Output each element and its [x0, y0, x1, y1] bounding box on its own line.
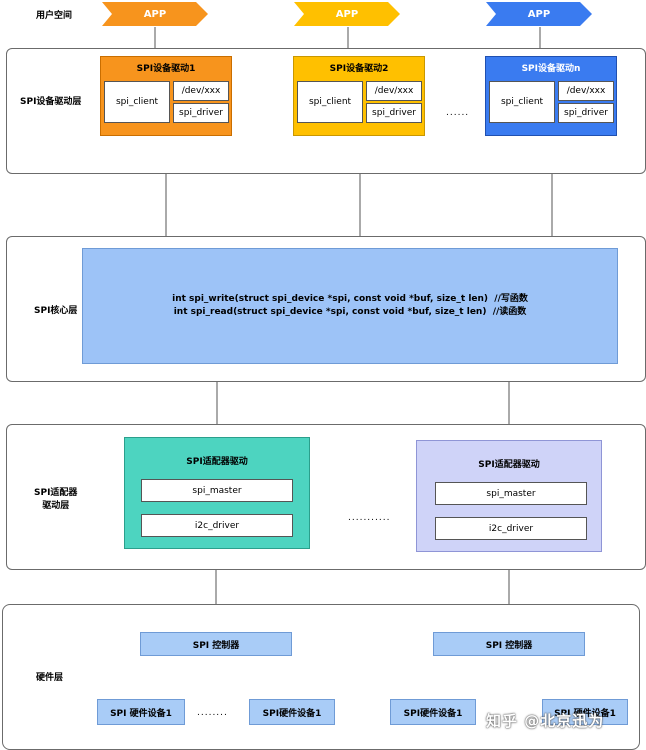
spi-driver-box: spi_driver — [366, 103, 422, 123]
app-chevron-shape — [294, 2, 400, 26]
spi-device-driver-n: SPI设备驱动n spi_client /dev/xxx spi_driver — [485, 56, 617, 136]
spi-controller-1: SPI 控制器 — [140, 632, 292, 656]
driver-ellipsis: ...... — [446, 108, 470, 118]
app-label-1: APP — [143, 8, 167, 20]
driver-title: SPI设备驱动1 — [136, 63, 196, 74]
spi-client-box: spi_client — [489, 81, 555, 123]
spi-driver-box: spi_driver — [173, 103, 229, 123]
adapter-layer-label-line1: SPI适配器 — [34, 488, 78, 498]
hardware-layer-label: 硬件层 — [36, 673, 64, 683]
app-chevron-shape — [102, 2, 208, 26]
spi-hardware-device: SPI 硬件设备1 — [542, 699, 628, 725]
spi-master-box: spi_master — [435, 482, 587, 505]
device-driver-layer-label: SPI设备驱动层 — [20, 97, 82, 107]
hardware-layer — [2, 604, 640, 750]
dev-node-box: /dev/xxx — [173, 81, 229, 101]
spi-hardware-device: SPI硬件设备1 — [390, 699, 476, 725]
core-functions-box: int spi_write(struct spi_device *spi, co… — [82, 248, 618, 364]
spi-master-box: spi_master — [141, 479, 293, 502]
spi-adapter-driver-2: SPI适配器驱动 spi_master i2c_driver — [416, 440, 602, 552]
hardware-ellipsis: ........ — [197, 708, 228, 718]
spi-hardware-device: SPI 硬件设备1 — [97, 699, 185, 725]
adapter-title: SPI适配器驱动 — [478, 459, 540, 470]
spi-device-driver-2: SPI设备驱动2 spi_client /dev/xxx spi_driver — [293, 56, 425, 136]
app-chevron-shape — [486, 2, 592, 26]
dev-node-box: /dev/xxx — [558, 81, 614, 101]
i2c-driver-box: i2c_driver — [435, 517, 587, 540]
spi-read-prototype: int spi_read(struct spi_device *spi, con… — [173, 307, 527, 317]
spi-device-driver-1: SPI设备驱动1 spi_client /dev/xxx spi_driver — [100, 56, 232, 136]
spi-client-box: spi_client — [104, 81, 170, 123]
adapter-ellipsis: ........... — [348, 513, 391, 523]
spi-write-prototype: int spi_write(struct spi_device *spi, co… — [172, 294, 528, 304]
spi-client-box: spi_client — [297, 81, 363, 123]
app-chevron-1 — [102, 2, 208, 26]
driver-title: SPI设备驱动2 — [329, 63, 389, 74]
spi-controller-2: SPI 控制器 — [433, 632, 585, 656]
core-layer-label: SPI核心层 — [34, 306, 78, 316]
dev-node-box: /dev/xxx — [366, 81, 422, 101]
user-space-label: 用户空间 — [36, 11, 73, 21]
app-label-2: APP — [335, 8, 359, 20]
driver-title: SPI设备驱动n — [521, 63, 581, 74]
spi-adapter-driver-1: SPI适配器驱动 spi_master i2c_driver — [124, 437, 310, 549]
adapter-layer-label-line2: 驱动层 — [42, 501, 70, 511]
app-label-3: APP — [527, 8, 551, 20]
spi-driver-box: spi_driver — [558, 103, 614, 123]
adapter-title: SPI适配器驱动 — [186, 456, 248, 467]
spi-hardware-device: SPI硬件设备1 — [249, 699, 335, 725]
adapter-layer-label: SPI适配器 驱动层 — [34, 485, 77, 511]
app-chevron-2 — [294, 2, 400, 26]
app-chevron-3 — [486, 2, 592, 26]
i2c-driver-box: i2c_driver — [141, 514, 293, 537]
zhihu-watermark: 知乎 @北京迅为 — [486, 712, 605, 730]
